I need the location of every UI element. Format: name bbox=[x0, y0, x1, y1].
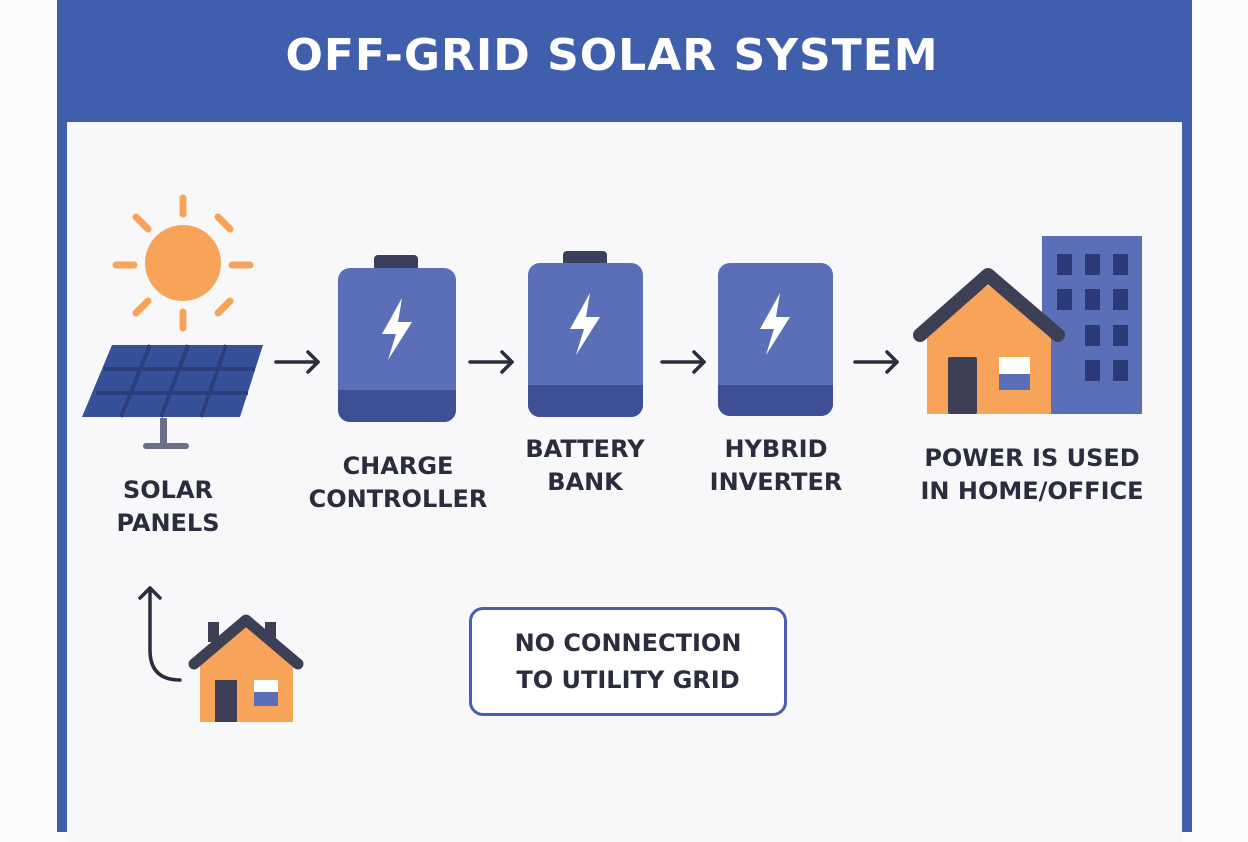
label-line: PANELS bbox=[116, 509, 220, 537]
label-line: HYBRID bbox=[724, 435, 828, 463]
note-line: TO UTILITY GRID bbox=[516, 665, 740, 694]
lightning-icon bbox=[570, 293, 600, 355]
arrow-up-icon bbox=[138, 586, 182, 682]
step-label-battery-bank: BATTERY BANK bbox=[525, 433, 644, 499]
inverter-icon bbox=[718, 263, 833, 416]
small-house-icon bbox=[188, 614, 304, 722]
step-label-solar-panels: SOLAR PANELS bbox=[116, 474, 219, 540]
note-line: NO CONNECTION bbox=[514, 628, 742, 657]
solar-panel-icon bbox=[82, 344, 263, 449]
arrows bbox=[138, 350, 899, 682]
label-line: BATTERY bbox=[525, 435, 645, 463]
lightning-icon bbox=[760, 293, 790, 355]
lightning-icon bbox=[382, 298, 412, 360]
label-line: BANK bbox=[547, 468, 623, 496]
arrow-right-icon bbox=[853, 350, 899, 374]
label-line: CONTROLLER bbox=[308, 485, 488, 513]
step-label-charge-controller: CHARGE CONTROLLER bbox=[309, 450, 488, 516]
page-title: OFF-GRID SOLAR SYSTEM bbox=[285, 30, 939, 81]
house-icon bbox=[913, 268, 1065, 414]
charge-controller-icon bbox=[338, 255, 456, 422]
label-line: IN HOME/OFFICE bbox=[920, 477, 1144, 505]
sun-icon bbox=[112, 194, 254, 332]
label-line: SOLAR bbox=[122, 476, 214, 504]
no-grid-note: NO CONNECTION TO UTILITY GRID bbox=[469, 607, 787, 716]
step-label-hybrid-inverter: HYBRID INVERTER bbox=[710, 433, 843, 499]
label-line: INVERTER bbox=[709, 468, 843, 496]
arrow-right-icon bbox=[274, 350, 320, 374]
battery-icon bbox=[528, 251, 643, 417]
step-label-home-office: POWER IS USED IN HOME/OFFICE bbox=[920, 442, 1143, 508]
label-line: POWER IS USED bbox=[924, 444, 1140, 472]
arrow-right-icon bbox=[660, 350, 706, 374]
arrow-right-icon bbox=[468, 350, 514, 374]
home-office-icon bbox=[913, 236, 1142, 414]
label-line: CHARGE bbox=[342, 452, 454, 480]
